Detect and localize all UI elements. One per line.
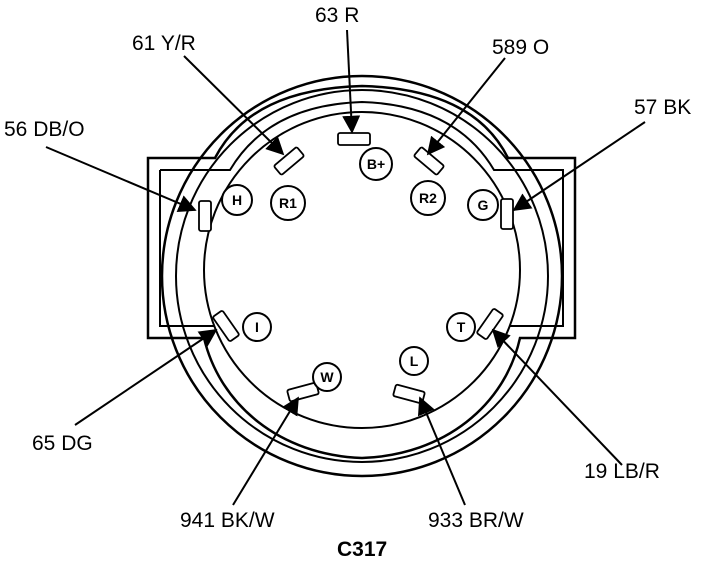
terminal-65 <box>212 310 240 342</box>
terminal-57 <box>500 198 514 230</box>
wire-label-56: 56 DB/O <box>4 118 85 141</box>
leader-933 <box>417 396 466 506</box>
svg-text:H: H <box>232 192 242 208</box>
svg-text:T: T <box>457 319 466 335</box>
terminals <box>198 132 514 405</box>
terminal-61 <box>273 146 305 176</box>
wire-label-941: 941 BK/W <box>180 509 275 532</box>
leader-941 <box>232 396 299 506</box>
svg-text:W: W <box>320 369 334 385</box>
pin-labels: B+ R1 R2 H G I T W <box>221 147 499 392</box>
leader-57 <box>512 121 646 212</box>
terminal-589 <box>413 146 445 176</box>
pin-G: G <box>467 189 499 221</box>
terminal-19 <box>476 308 504 340</box>
leader-19 <box>491 328 623 466</box>
wire-label-61: 61 Y/R <box>132 32 196 55</box>
leader-lines <box>45 29 646 506</box>
pin-R1: R1 <box>270 185 306 221</box>
svg-text:R2: R2 <box>419 190 437 206</box>
wire-label-57: 57 BK <box>634 96 691 119</box>
wire-label-19: 19 LB/R <box>584 460 660 483</box>
wire-label-63: 63 R <box>315 4 359 27</box>
pin-R2: R2 <box>410 180 446 216</box>
svg-text:G: G <box>478 197 489 213</box>
terminal-63 <box>337 132 371 146</box>
leader-56 <box>45 146 197 212</box>
svg-text:R1: R1 <box>279 195 297 211</box>
svg-text:B+: B+ <box>367 156 385 172</box>
wire-label-589: 589 O <box>492 36 549 59</box>
terminal-941 <box>286 381 320 403</box>
pin-W: W <box>312 362 342 392</box>
leader-61 <box>183 55 285 156</box>
pin-L: L <box>399 346 429 376</box>
terminal-56 <box>198 200 212 232</box>
leader-65 <box>74 328 218 426</box>
wire-label-65: 65 DG <box>32 432 93 455</box>
svg-text:I: I <box>255 319 259 335</box>
leader-63 <box>342 29 361 134</box>
wire-labels: 63 R 61 Y/R 589 O 56 DB/O 57 BK 65 DG 19… <box>4 4 691 532</box>
connector-name: C317 <box>337 538 387 561</box>
pin-I: I <box>242 312 272 342</box>
pin-T: T <box>446 312 476 342</box>
connector-housing <box>146 74 577 478</box>
leader-589 <box>426 57 506 156</box>
wire-label-933: 933 BR/W <box>428 509 524 532</box>
pin-B+: B+ <box>359 147 393 181</box>
svg-text:L: L <box>410 353 419 369</box>
pin-H: H <box>221 184 253 216</box>
